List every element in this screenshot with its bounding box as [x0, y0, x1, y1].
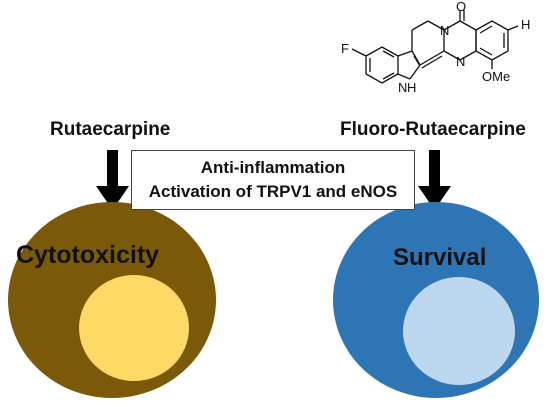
atom-n1-label: N: [440, 23, 449, 38]
mechanism-box: Anti-inflammation Activation of TRPV1 an…: [131, 150, 415, 210]
atom-f-label: F: [341, 41, 349, 56]
survival-label: Survival: [393, 244, 487, 271]
rutaecarpine-label: Rutaecarpine: [50, 119, 171, 140]
atom-n2-label: N: [456, 54, 465, 69]
atom-nh-h-label: H: [407, 80, 416, 95]
ome-group-label: OMe: [482, 69, 510, 84]
atom-h-label: H: [521, 17, 530, 32]
chemical-structure: [351, 10, 519, 84]
cytotoxicity-label: Cytotoxicity: [16, 241, 160, 269]
cytotoxicity-inner-circle: [79, 275, 189, 381]
atom-nh-n-label: N: [398, 80, 407, 95]
atom-o-label: O: [456, 0, 466, 14]
mechanism-line-2: Activation of TRPV1 and eNOS: [148, 182, 398, 201]
survival-inner-circle: [403, 277, 515, 385]
mechanism-line-1: Anti-inflammation: [200, 158, 346, 177]
fluoro-rutaecarpine-label: Fluoro-Rutaecarpine: [340, 119, 526, 140]
left-arrow: [96, 150, 129, 210]
right-arrow: [418, 150, 451, 210]
